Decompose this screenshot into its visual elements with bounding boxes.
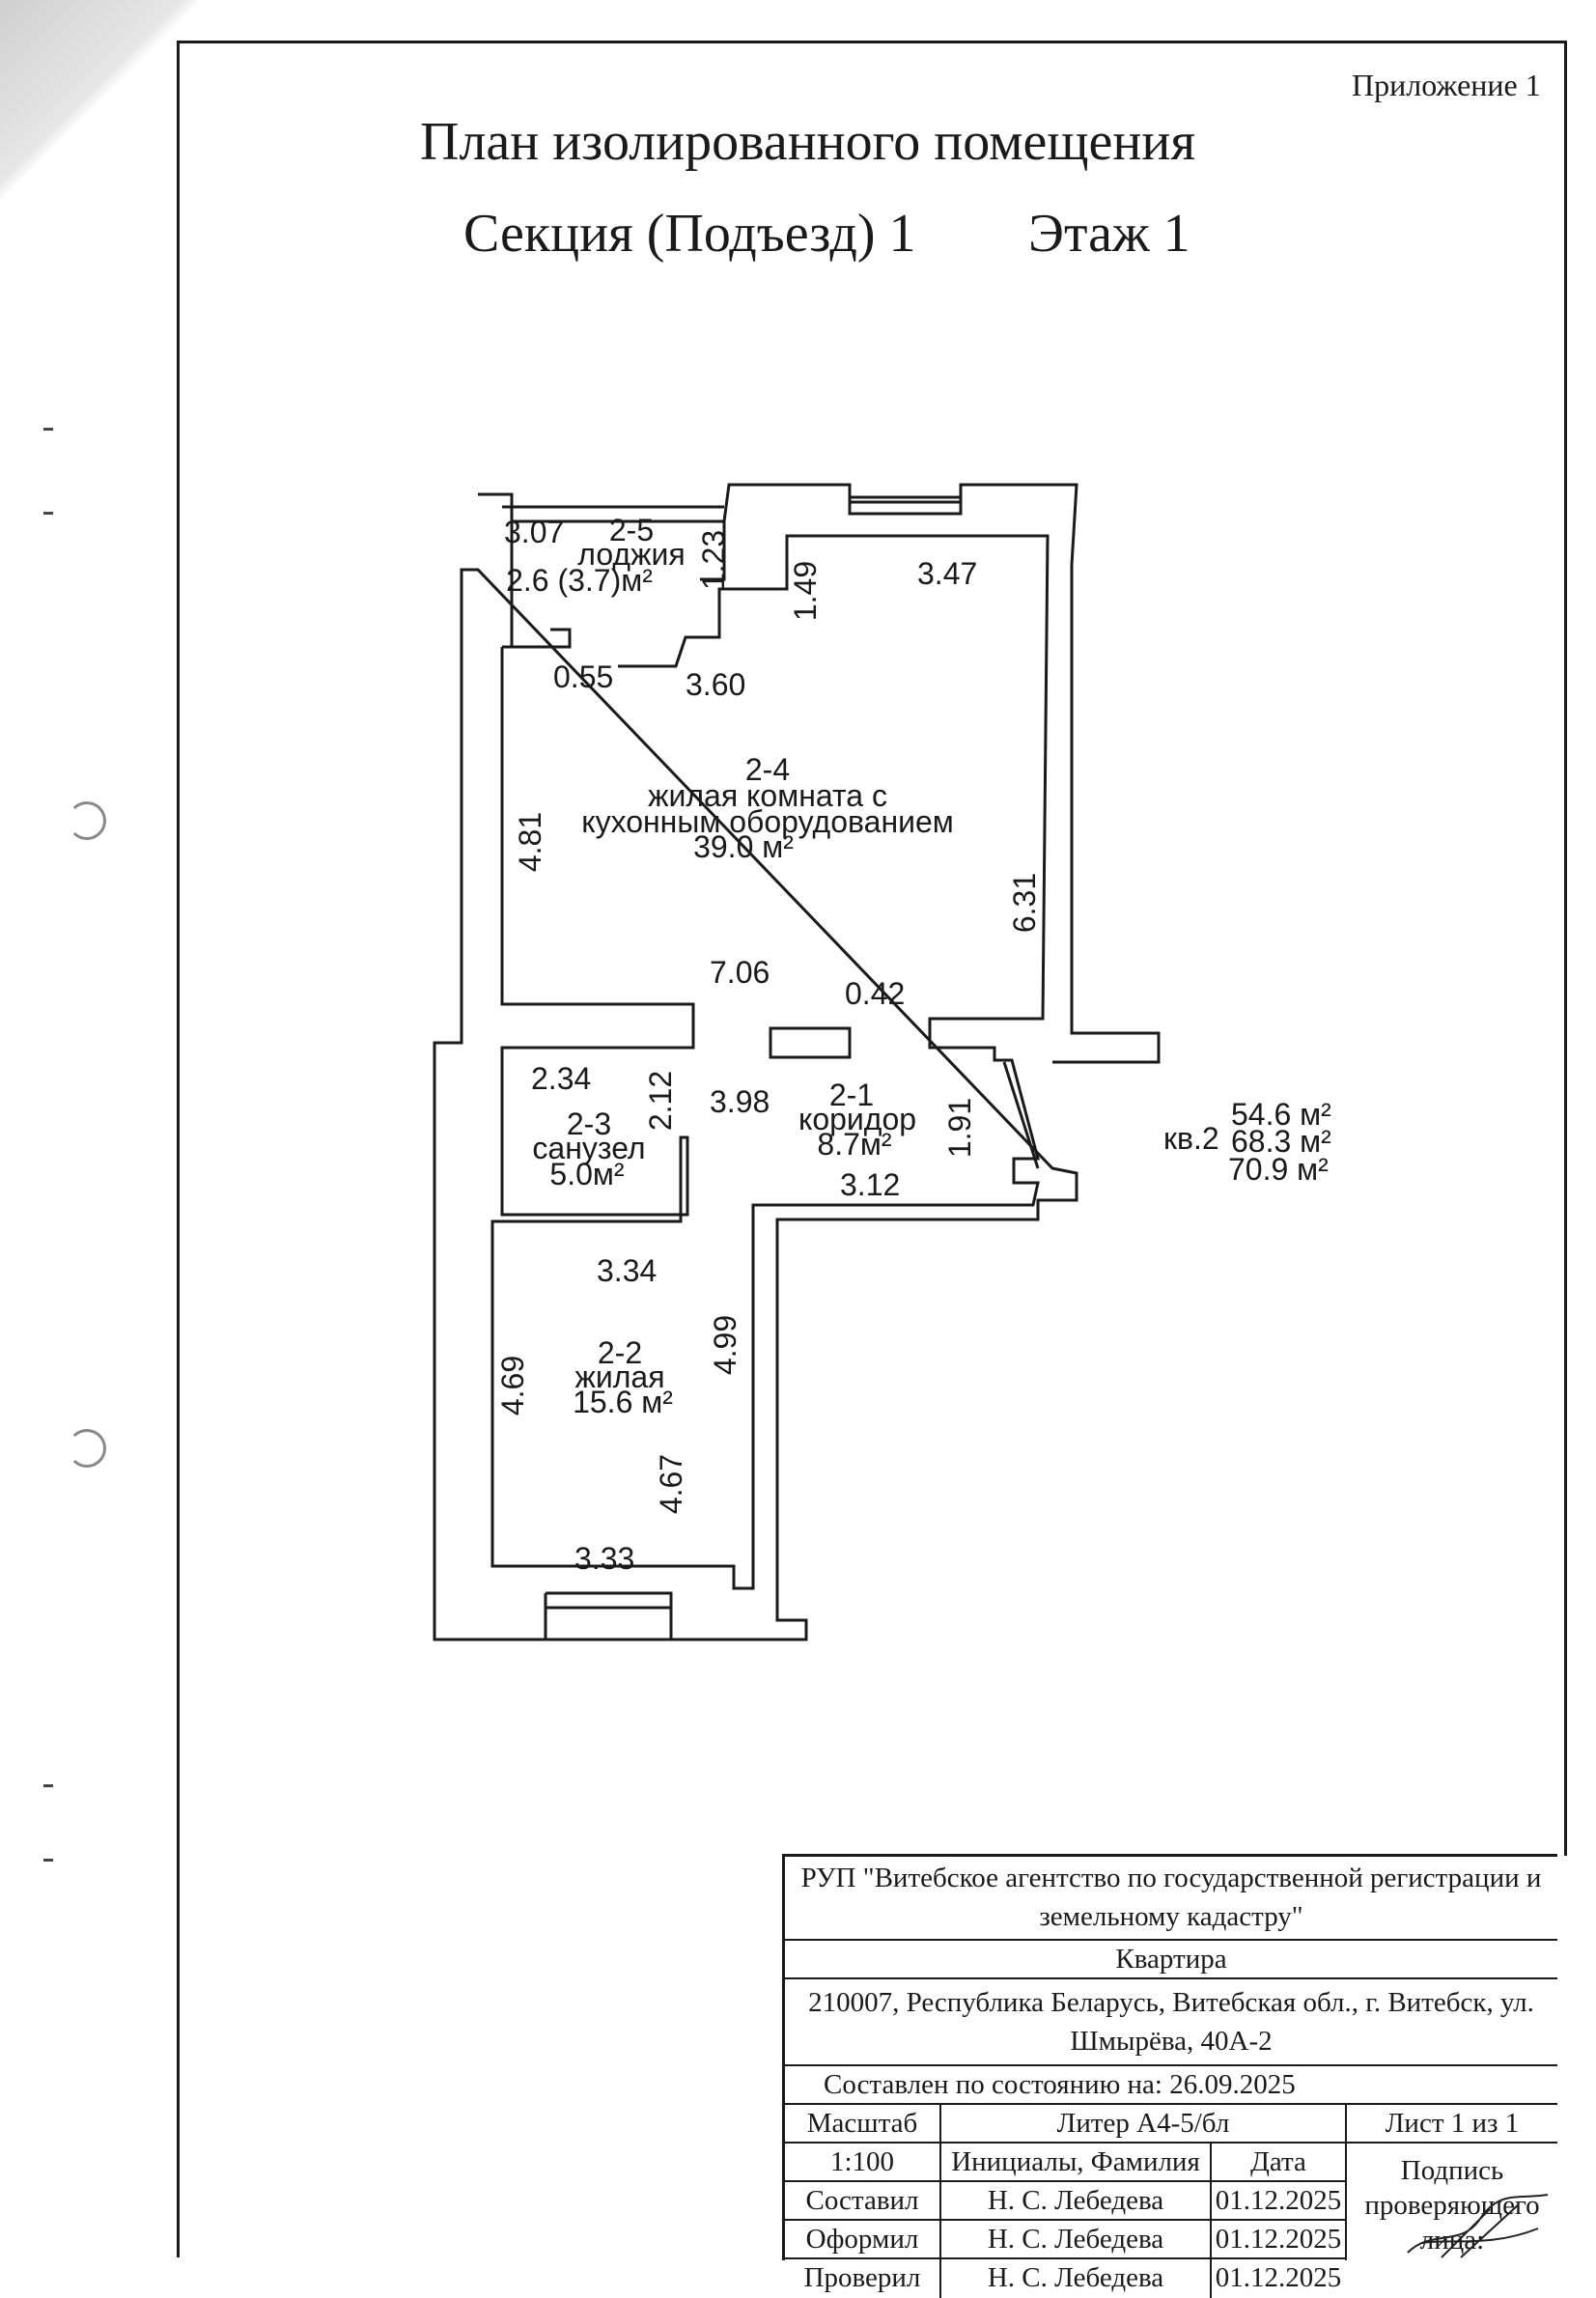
- signature: [1407, 2194, 1549, 2258]
- dim-4-81: 4.81: [513, 812, 547, 872]
- apartment-area-1: 54.6 м²: [1231, 1097, 1331, 1132]
- apartment-label: кв.2: [1163, 1121, 1219, 1156]
- stamp-org: РУП "Витебское агентство по государствен…: [800, 1863, 1542, 1932]
- stamp-object: Квартира: [1115, 1944, 1227, 1975]
- stamp-address-row: 210007, Республика Беларусь, Витебская о…: [785, 1979, 1557, 2066]
- stamp-row-1: Составил Н. С. Лебедева 01.12.2025: [785, 2182, 1345, 2221]
- dim-3-60: 3.60: [686, 667, 745, 702]
- dim-3-34: 3.34: [597, 1253, 657, 1288]
- living-number: 2-4: [745, 752, 790, 787]
- dim-4-69: 4.69: [495, 1356, 530, 1415]
- stamp-initials-header: Инициалы, Фамилия: [939, 2144, 1210, 2182]
- bathroom-area: 5.0м²: [549, 1157, 624, 1191]
- stamp-sheet: Лист 1 из 1: [1345, 2105, 1557, 2144]
- scan-mark: [43, 512, 53, 515]
- title-block: РУП "Витебское агентство по государствен…: [782, 1854, 1557, 2298]
- scan-mark: [43, 1859, 53, 1862]
- appendix-label: Приложение 1: [1352, 68, 1541, 102]
- dim-3-12: 3.12: [840, 1167, 900, 1202]
- bedroom-name: жилая: [574, 1359, 664, 1394]
- frame-right-line: [1564, 41, 1567, 1856]
- punch-hole: [68, 1429, 106, 1468]
- column: [769, 1026, 852, 1059]
- window-bedroom: [544, 1591, 673, 1639]
- window-living: [850, 495, 961, 504]
- entry-door: [1002, 1061, 1040, 1169]
- dim-3-07: 3.07: [504, 515, 564, 549]
- bedroom-number: 2-2: [598, 1335, 642, 1370]
- stamp-liter: Литер А4-5/бл: [939, 2105, 1345, 2144]
- dim-1-49: 1.49: [788, 561, 823, 621]
- living-name-1: жилая комната с: [648, 778, 887, 813]
- corridor-area: 8.7м²: [817, 1127, 891, 1162]
- loggia-inner: [502, 505, 726, 647]
- scan-mark: [43, 1784, 53, 1787]
- stamp-columns-row: 1:100 Инициалы, Фамилия Дата Подпись про…: [785, 2144, 1557, 2260]
- frame-top-line: [177, 41, 1567, 43]
- dim-3-47: 3.47: [917, 556, 977, 591]
- dim-2-34: 2.34: [531, 1061, 591, 1096]
- loggia-area: 2.6 (3.7)м²: [506, 563, 653, 598]
- stamp-address: 210007, Республика Беларусь, Витебская о…: [808, 1987, 1534, 2057]
- dim-7-06: 7.06: [710, 955, 770, 990]
- stamp-row-2: Оформил Н. С. Лебедева 01.12.2025: [785, 2221, 1345, 2259]
- stamp-role: Составил: [805, 2185, 919, 2216]
- dim-6-31: 6.31: [1007, 873, 1042, 933]
- floor-plan: 3.07 1.23 1.49 3.47 0.55 3.60 4.81 6.31 …: [433, 483, 1331, 1641]
- living-area: 39.0 м²: [693, 829, 794, 864]
- loggia-name: лоджия: [577, 537, 685, 572]
- dim-1-23: 1.23: [696, 530, 731, 590]
- dim-4-99: 4.99: [708, 1315, 742, 1375]
- living-name-2: кухонным оборудованием: [581, 804, 954, 839]
- stamp-name: Н. С. Лебедева: [939, 2221, 1210, 2259]
- stamp-date-header: Дата: [1210, 2144, 1345, 2182]
- corridor-name: коридор: [798, 1102, 916, 1136]
- stamp-role: Проверил: [803, 2262, 921, 2293]
- stamp-scale-value: 1:100: [785, 2144, 939, 2182]
- dim-1-91: 1.91: [942, 1098, 977, 1158]
- scan-mark: [43, 428, 53, 431]
- section-label: Секция (Подъезд) 1: [463, 204, 916, 264]
- stamp-date: 01.12.2025: [1210, 2259, 1345, 2298]
- page-fold-corner: [0, 0, 203, 203]
- dim-4-67: 4.67: [654, 1454, 688, 1514]
- bathroom-number: 2-3: [567, 1107, 611, 1141]
- dim-0-42: 0.42: [845, 976, 905, 1011]
- stamp-date: 01.12.2025: [1210, 2182, 1345, 2221]
- floor-label: Этаж 1: [1028, 204, 1190, 264]
- inner-wall-living: [490, 534, 1050, 1590]
- page-title: План изолированного помещения: [420, 112, 1196, 172]
- loggia-number: 2-5: [609, 513, 654, 547]
- stamp-date-row: Составлен по состоянию на: 26.09.2025: [785, 2066, 1557, 2105]
- corridor-number: 2-1: [829, 1078, 874, 1112]
- dim-3-33: 3.33: [574, 1541, 634, 1576]
- dim-0-55: 0.55: [553, 659, 613, 694]
- apartment-area-3: 70.9 м²: [1228, 1152, 1329, 1187]
- stamp-object-row: Квартира: [785, 1941, 1557, 1979]
- dim-2-12: 2.12: [643, 1071, 678, 1131]
- dim-3-98: 3.98: [710, 1084, 770, 1119]
- stamp-scale-label: Масштаб: [806, 2108, 918, 2139]
- stamp-name: Н. С. Лебедева: [939, 2259, 1210, 2298]
- stamp-role: Оформил: [805, 2224, 919, 2255]
- outer-wall: [433, 483, 1161, 1641]
- stamp-row-3: Проверил Н. С. Лебедева 01.12.2025: [785, 2259, 1345, 2298]
- stamp-org-row: РУП "Витебское агентство по государствен…: [785, 1857, 1557, 1941]
- stamp-date: 01.12.2025: [1210, 2221, 1345, 2259]
- stamp-state-date: Составлен по состоянию на: 26.09.2025: [824, 2069, 1296, 2100]
- stamp-name: Н. С. Лебедева: [939, 2182, 1210, 2221]
- apartment-area-2: 68.3 м²: [1231, 1124, 1331, 1159]
- frame-left-line: [177, 41, 180, 2257]
- bedroom-area: 15.6 м²: [573, 1385, 673, 1419]
- stamp-header-row: Масштаб Литер А4-5/бл Лист 1 из 1: [785, 2105, 1557, 2144]
- punch-hole: [68, 801, 106, 840]
- bathroom-name: санузел: [532, 1131, 645, 1165]
